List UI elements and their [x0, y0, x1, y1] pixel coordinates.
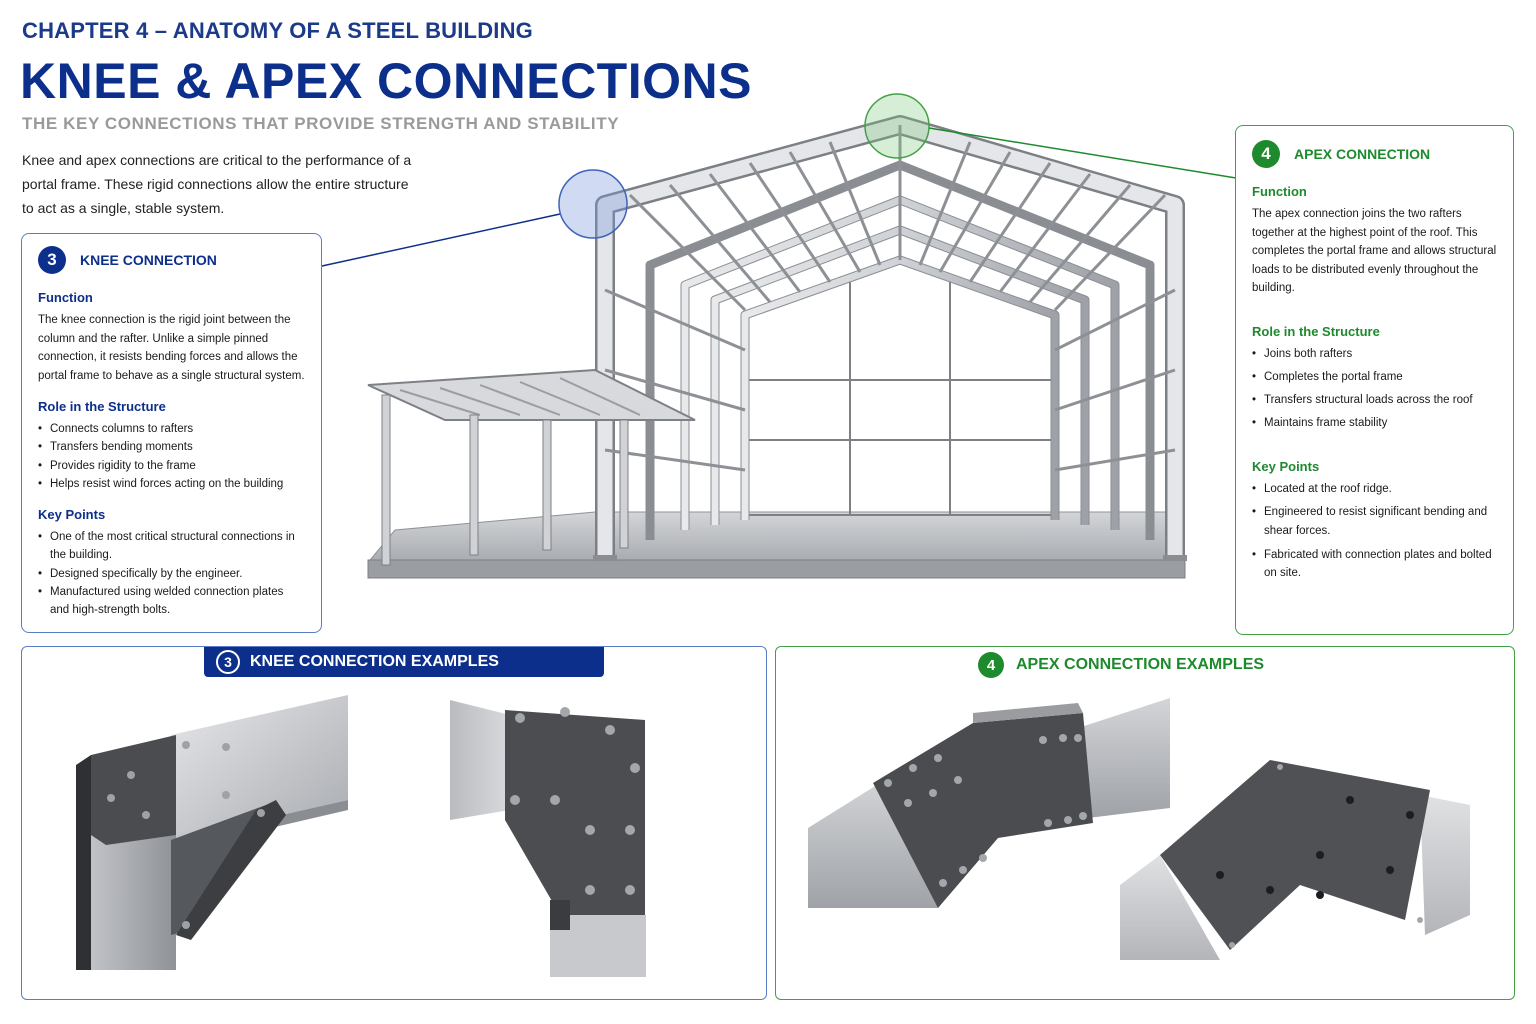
apex-examples-title: APEX CONNECTION EXAMPLES: [1016, 656, 1265, 673]
knee-function-label: Function: [38, 290, 93, 305]
apex-card-title: APEX CONNECTION: [1294, 146, 1431, 162]
knee-example-2-image: [450, 700, 646, 977]
apex-function-text: The apex connection joins the two rafter…: [1252, 208, 1497, 294]
apex-connection-card: 4 APEX CONNECTION Function The apex conn…: [1235, 125, 1514, 635]
knee-highlight-circle[interactable]: [558, 169, 628, 239]
list-item: Designed specifically by the engineer.: [38, 565, 305, 584]
knee-number-badge: 3: [38, 246, 66, 274]
list-item: Located at the roof ridge.: [1252, 480, 1497, 499]
knee-key-label: Key Points: [38, 507, 106, 523]
apex-role-list: Joins both rafters Completes the portal …: [1252, 345, 1497, 434]
list-item: Helps resist wind forces acting on the b…: [38, 475, 305, 494]
list-item: Connects columns to rafters: [38, 420, 305, 439]
list-item: Transfers structural loads across the ro…: [1252, 391, 1497, 410]
apex-examples-header: 4 APEX CONNECTION EXAMPLES: [978, 652, 1264, 678]
apex-function-label: Function: [1252, 184, 1307, 199]
knee-role-label: Role in the Structure: [38, 399, 166, 414]
building-frame-illustration: [367, 115, 1187, 579]
list-item: Transfers bending moments: [38, 438, 305, 457]
knee-example-1-image: [76, 695, 348, 970]
page-subtitle: THE KEY CONNECTIONS THAT PROVIDE STRENGT…: [22, 114, 620, 133]
list-item: Completes the portal frame: [1252, 368, 1497, 387]
chapter-label: CHAPTER 4 – ANATOMY OF A STEEL BUILDING: [22, 18, 533, 43]
list-item: Joins both rafters: [1252, 345, 1497, 364]
apex-example-1-image: [808, 698, 1170, 908]
apex-examples-badge: 4: [978, 652, 1004, 678]
knee-function-text: The knee connection is the rigid joint b…: [38, 314, 305, 382]
knee-role-list: Connects columns to rafters Transfers be…: [38, 420, 305, 493]
apex-number-badge: 4: [1252, 140, 1280, 168]
knee-connection-card: 3 KNEE CONNECTION Function The knee conn…: [21, 233, 322, 633]
knee-examples-title: KNEE CONNECTION EXAMPLES: [250, 653, 499, 670]
knee-examples-header: 3 KNEE CONNECTION EXAMPLES: [204, 647, 604, 677]
apex-example-2-image: [1120, 760, 1470, 960]
list-item: Fabricated with connection plates and bo…: [1252, 546, 1497, 584]
knee-key-list: One of the most critical structural conn…: [38, 528, 305, 619]
apex-highlight-circle[interactable]: [864, 93, 930, 159]
page-title: KNEE & APEX CONNECTIONS: [20, 53, 752, 109]
apex-key-label: Key Points: [1252, 459, 1320, 475]
list-item: One of the most critical structural conn…: [38, 528, 305, 565]
intro-text: Knee and apex connections are critical t…: [22, 152, 412, 216]
apex-key-list: Located at the roof ridge. Engineered to…: [1252, 480, 1497, 583]
list-item: Maintains frame stability: [1252, 414, 1497, 433]
knee-card-title: KNEE CONNECTION: [80, 252, 217, 268]
knee-examples-badge: 3: [216, 650, 240, 674]
list-item: Provides rigidity to the frame: [38, 457, 305, 476]
list-item: Engineered to resist significant bending…: [1252, 503, 1497, 541]
list-item: Manufactured using welded connection pla…: [38, 583, 305, 620]
apex-role-label: Role in the Structure: [1252, 323, 1380, 339]
